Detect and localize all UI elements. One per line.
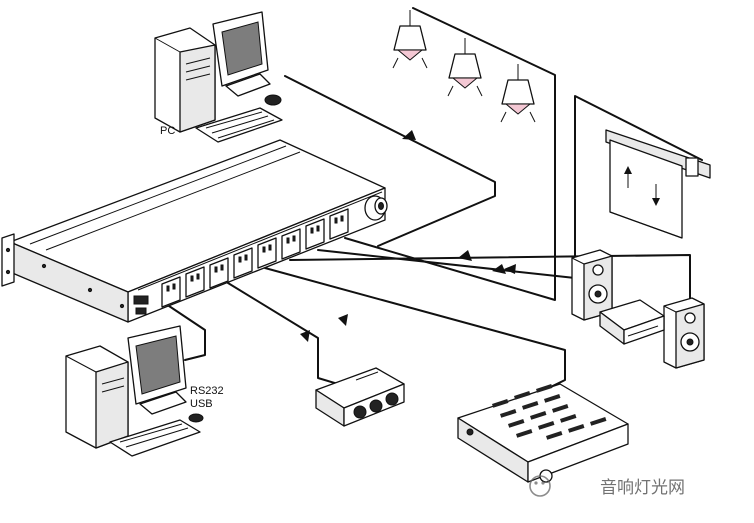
arrow-screen: [492, 264, 506, 274]
cable-projection-screen: [317, 95, 703, 279]
cable-arrows: [300, 130, 516, 342]
stage-lights: [392, 10, 536, 123]
outlet-1: [161, 276, 181, 308]
arrow-pc-top: [402, 130, 416, 140]
stage-light-1: [392, 10, 428, 69]
audio-receiver: [599, 299, 665, 345]
usb-label: USB: [190, 398, 213, 410]
power-gland: [364, 195, 388, 221]
speaker-system: [571, 249, 705, 369]
pc-bottom: RS232 USB: [65, 325, 224, 457]
watermark: 音响灯光网: [529, 475, 685, 498]
outlet-6: [281, 228, 301, 260]
arrow-amp: [338, 314, 348, 326]
outlet-5: [257, 237, 277, 269]
outlet-7: [305, 218, 325, 250]
up-arrow-icon: [624, 166, 632, 188]
outlet-4: [233, 247, 253, 279]
usb-port: [135, 307, 147, 315]
pc-top-label: PC: [160, 125, 175, 137]
projector: [315, 367, 405, 427]
outlet-row: [161, 208, 349, 308]
speaker-right: [663, 297, 705, 369]
down-arrow-icon: [652, 184, 660, 206]
outlet-3: [209, 257, 229, 289]
arrow-lights: [458, 250, 472, 261]
watermark-text: 音响灯光网: [600, 478, 685, 498]
stage-light-2: [447, 38, 483, 97]
wechat-icon: [529, 475, 551, 497]
power-sequencer: [1, 139, 388, 323]
outlet-2: [185, 266, 205, 298]
outlet-8: [329, 208, 349, 240]
projection-screen: [605, 129, 711, 239]
rs232-label: RS232: [190, 385, 224, 397]
cable-pc-top: [284, 75, 496, 247]
cable-stage-lights: [344, 7, 556, 301]
db9-port: [133, 295, 149, 305]
speaker-left: [571, 249, 613, 321]
cable-pc-bottom: [159, 299, 206, 361]
stage-light-3: [500, 64, 536, 123]
amplifier: [457, 383, 629, 483]
pc-top: PC: [154, 11, 283, 143]
cable-projector: [227, 282, 339, 385]
arrow-projector: [300, 330, 310, 342]
cable-speakers: [289, 254, 691, 306]
cables: [159, 7, 703, 399]
arrow-speaker: [504, 264, 516, 274]
